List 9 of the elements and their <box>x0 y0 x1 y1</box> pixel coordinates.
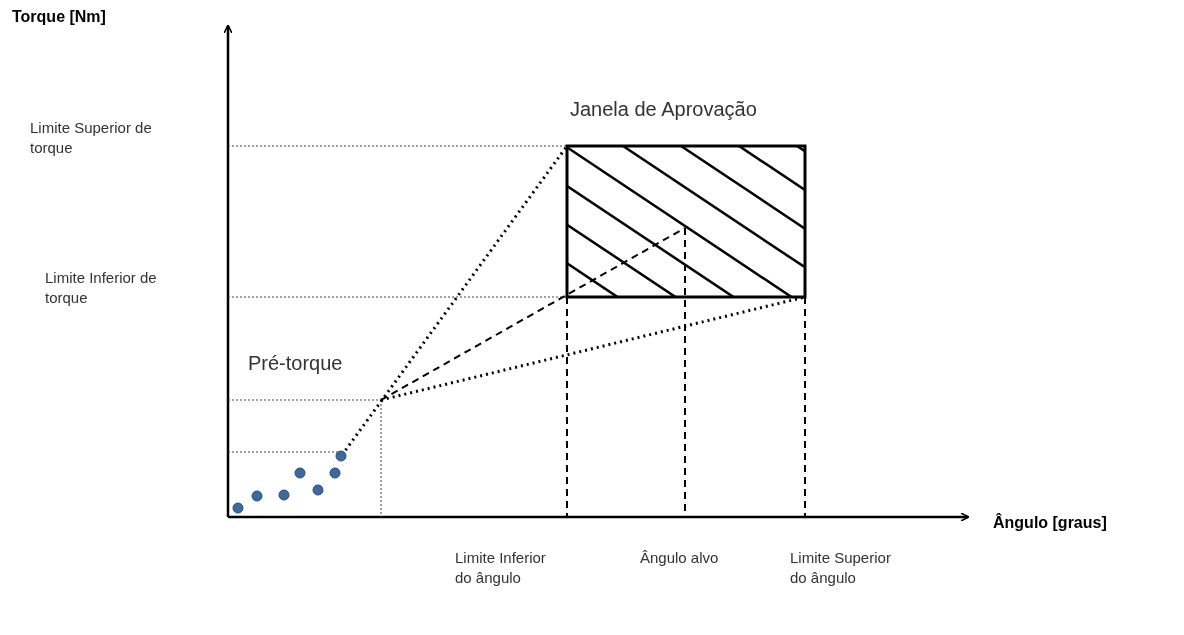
axis-label: Limite Superior de torque <box>30 118 153 158</box>
axis-label: Limite Inferior do ângulo <box>455 548 547 588</box>
axis-title: Ângulo [graus] <box>993 512 1107 533</box>
window-title: Janela de Aprovação <box>570 97 757 122</box>
axis-label: Limite Superior do ângulo <box>790 548 892 588</box>
axis-label: Limite Inferior de torque <box>45 268 158 308</box>
axis-label: Ângulo alvo <box>640 548 719 568</box>
axis-title: Torque [Nm] <box>12 7 106 27</box>
point-label: Pré-torque <box>248 351 343 376</box>
